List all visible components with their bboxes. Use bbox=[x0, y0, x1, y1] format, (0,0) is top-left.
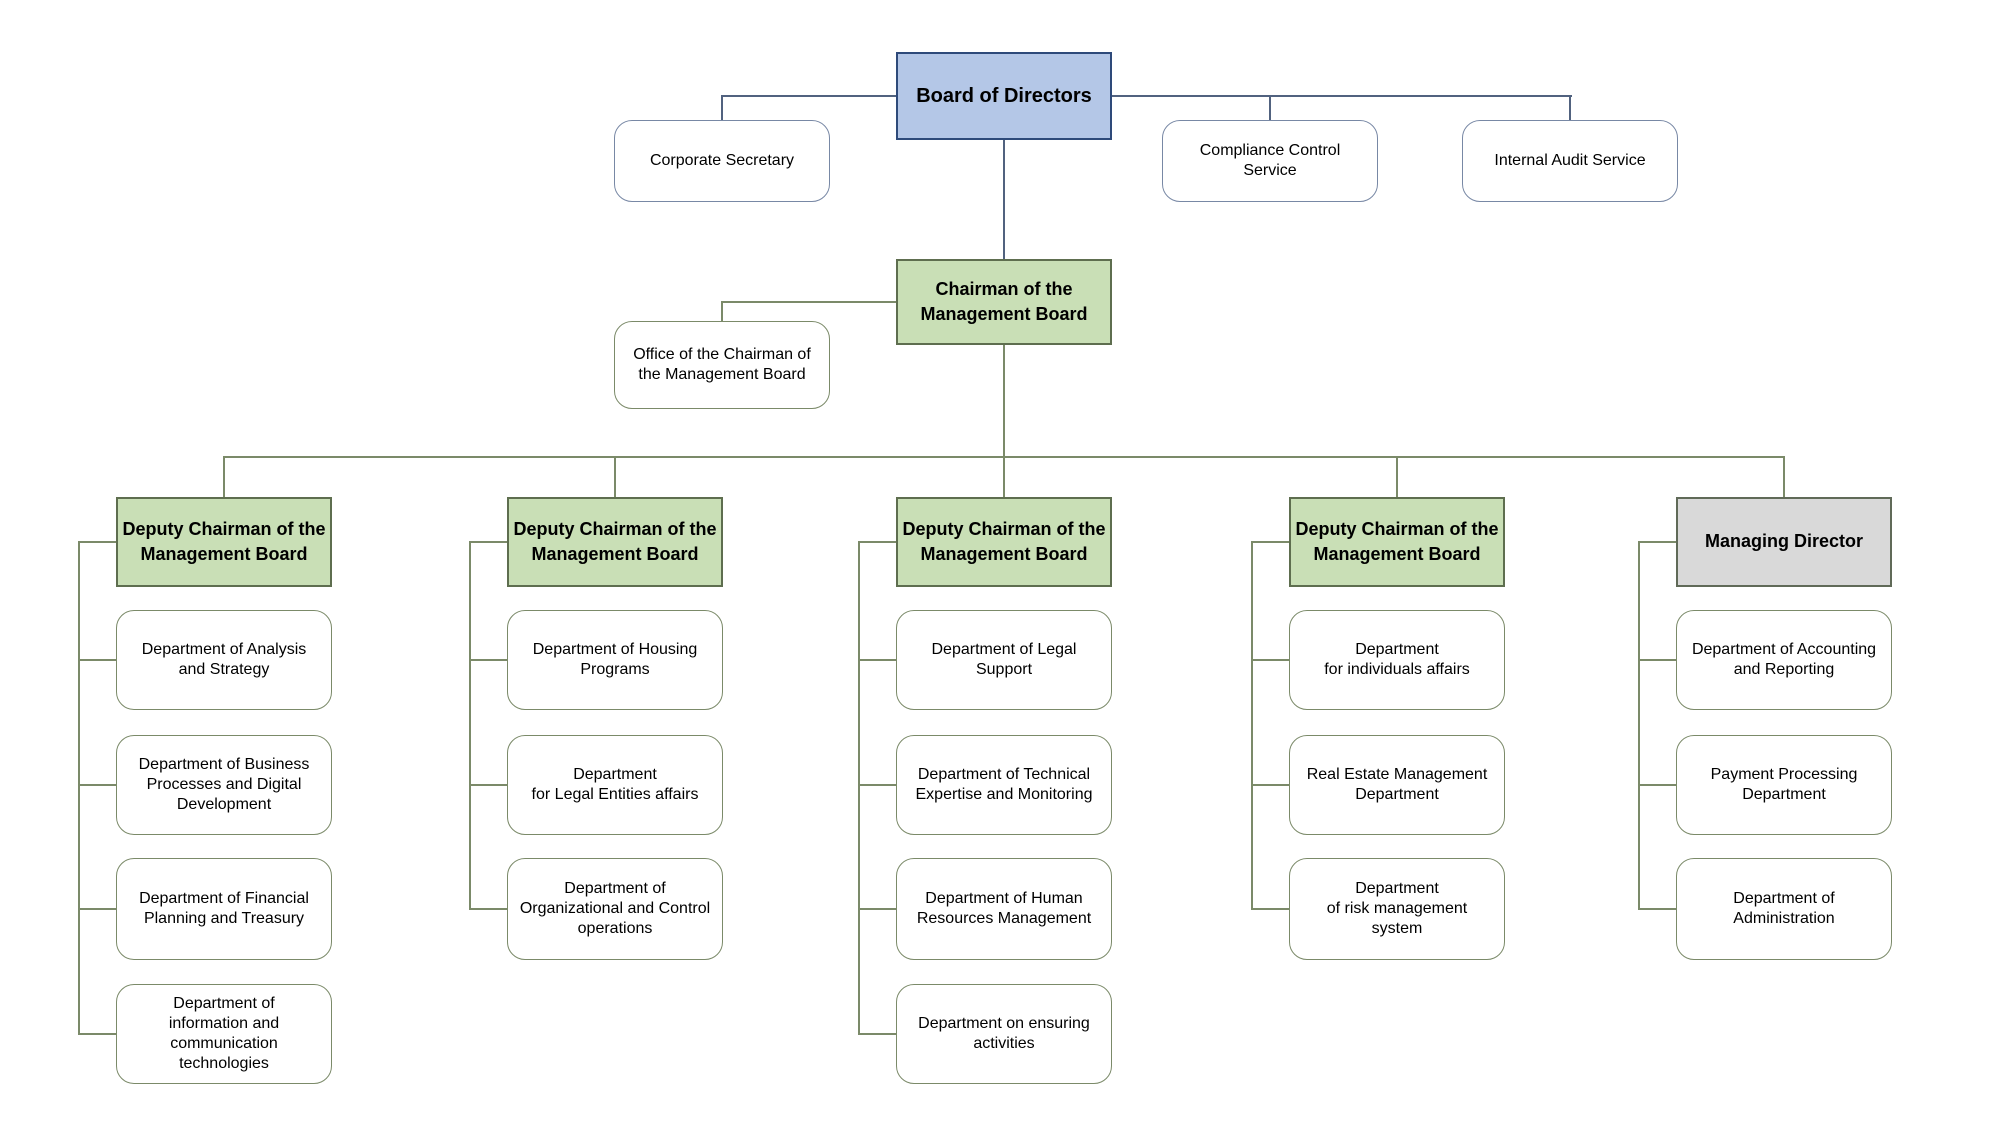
dept-label: Department of Organizational and Control… bbox=[519, 880, 711, 937]
stub-col1-head bbox=[78, 541, 116, 543]
corporate-secretary-label: Corporate Secretary bbox=[649, 152, 795, 169]
stub-col1-dept3 bbox=[78, 908, 116, 910]
dept-administration-node: Department of Administration bbox=[1676, 858, 1892, 960]
dept-label: Department of Analysis and Strategy bbox=[141, 641, 307, 678]
deputy-chairman-3-label: Deputy Chairman of the Management Board bbox=[902, 518, 1106, 564]
deputy-chairman-2-label: Deputy Chairman of the Management Board bbox=[513, 518, 717, 564]
dept-legal-support-node: Department of Legal Support bbox=[896, 610, 1112, 710]
deputy-chairman-1-label: Deputy Chairman of the Management Board bbox=[122, 518, 326, 564]
dept-label: Department for Legal Entities affairs bbox=[531, 766, 699, 803]
dept-label: Department for individuals affairs bbox=[1324, 641, 1470, 678]
chairman-office-label: Office of the Chairman of the Management… bbox=[633, 346, 811, 383]
dept-label: Department of Technical Expertise and Mo… bbox=[915, 766, 1093, 803]
corporate-secretary-node: Corporate Secretary bbox=[614, 120, 830, 202]
rail-col2 bbox=[469, 541, 471, 910]
stub-col3-head bbox=[858, 541, 896, 543]
dept-human-resources-node: Department of Human Resources Management bbox=[896, 858, 1112, 960]
dept-real-estate-node: Real Estate Management Department bbox=[1289, 735, 1505, 835]
connector-drop-internal-audit bbox=[1569, 95, 1571, 121]
stub-col1-dept2 bbox=[78, 784, 116, 786]
deputy-chairman-4-label: Deputy Chairman of the Management Board bbox=[1295, 518, 1499, 564]
managing-director-node: Managing Director bbox=[1676, 497, 1892, 587]
stub-col2-dept3 bbox=[469, 908, 507, 910]
stub-col3-dept1 bbox=[858, 659, 896, 661]
connector-drop-col1 bbox=[223, 456, 225, 498]
stub-col5-dept3 bbox=[1638, 908, 1676, 910]
dept-ict-node: Department of information and communicat… bbox=[116, 984, 332, 1084]
stub-col4-head bbox=[1251, 541, 1289, 543]
dept-housing-programs-node: Department of Housing Programs bbox=[507, 610, 723, 710]
dept-financial-planning-node: Department of Financial Planning and Tre… bbox=[116, 858, 332, 960]
stub-col5-dept2 bbox=[1638, 784, 1676, 786]
stub-col5-dept1 bbox=[1638, 659, 1676, 661]
dept-risk-management-node: Department of risk management system bbox=[1289, 858, 1505, 960]
dept-label: Department of Housing Programs bbox=[532, 641, 698, 678]
chairman-office-node: Office of the Chairman of the Management… bbox=[614, 321, 830, 409]
managing-director-label: Managing Director bbox=[1704, 531, 1864, 552]
rail-col5 bbox=[1638, 541, 1640, 910]
deputy-chairman-4-node: Deputy Chairman of the Management Board bbox=[1289, 497, 1505, 587]
dept-label: Department of information and communicat… bbox=[168, 995, 280, 1072]
stub-col4-dept3 bbox=[1251, 908, 1289, 910]
stub-col5-head bbox=[1638, 541, 1676, 543]
dept-label: Department of Financial Planning and Tre… bbox=[139, 890, 309, 927]
rail-col4 bbox=[1251, 541, 1253, 910]
stub-col2-dept1 bbox=[469, 659, 507, 661]
dept-label: Real Estate Management Department bbox=[1306, 766, 1488, 803]
stub-col4-dept2 bbox=[1251, 784, 1289, 786]
stub-col1-dept1 bbox=[78, 659, 116, 661]
dept-label: Department of Human Resources Management bbox=[916, 890, 1092, 927]
compliance-control-service-label: Compliance Control Service bbox=[1199, 142, 1341, 179]
stub-col4-dept1 bbox=[1251, 659, 1289, 661]
connector-drop-col4 bbox=[1396, 456, 1398, 498]
dept-label: Department of risk management system bbox=[1326, 880, 1468, 937]
connector-drop-corporate-secretary bbox=[721, 95, 723, 121]
connector-chairman-to-office bbox=[722, 301, 898, 303]
board-of-directors-label: Board of Directors bbox=[916, 85, 1092, 107]
connector-drop-col3 bbox=[1003, 456, 1005, 498]
stub-col3-dept3 bbox=[858, 908, 896, 910]
connector-drop-compliance bbox=[1269, 95, 1271, 121]
connector-drop-col5 bbox=[1783, 456, 1785, 498]
dept-accounting-reporting-node: Department of Accounting and Reporting bbox=[1676, 610, 1892, 710]
dept-legal-entities-node: Department for Legal Entities affairs bbox=[507, 735, 723, 835]
connector-chairman-down bbox=[1003, 345, 1005, 457]
dept-label: Department of Administration bbox=[1733, 890, 1835, 927]
chairman-node: Chairman of the Management Board bbox=[896, 259, 1112, 345]
dept-label: Payment Processing Department bbox=[1710, 766, 1858, 803]
connector-board-to-chairman bbox=[1003, 140, 1005, 260]
rail-col3 bbox=[858, 541, 860, 1035]
dept-analysis-strategy-node: Department of Analysis and Strategy bbox=[116, 610, 332, 710]
dept-organizational-control-node: Department of Organizational and Control… bbox=[507, 858, 723, 960]
board-of-directors-node: Board of Directors bbox=[896, 52, 1112, 140]
deputy-chairman-1-node: Deputy Chairman of the Management Board bbox=[116, 497, 332, 587]
stub-col1-dept4 bbox=[78, 1033, 116, 1035]
deputy-chairman-3-node: Deputy Chairman of the Management Board bbox=[896, 497, 1112, 587]
dept-label: Department of Accounting and Reporting bbox=[1691, 641, 1877, 678]
dept-individuals-affairs-node: Department for individuals affairs bbox=[1289, 610, 1505, 710]
dept-technical-expertise-node: Department of Technical Expertise and Mo… bbox=[896, 735, 1112, 835]
connector-drop-office bbox=[721, 301, 723, 322]
stub-col3-dept4 bbox=[858, 1033, 896, 1035]
connector-drop-col2 bbox=[614, 456, 616, 498]
stub-col3-dept2 bbox=[858, 784, 896, 786]
dept-ensuring-activities-node: Department on ensuring activities bbox=[896, 984, 1112, 1084]
dept-label: Department on ensuring activities bbox=[918, 1015, 1090, 1052]
stub-col2-dept2 bbox=[469, 784, 507, 786]
stub-col2-head bbox=[469, 541, 507, 543]
rail-col1 bbox=[78, 541, 80, 1035]
chairman-label: Chairman of the Management Board bbox=[920, 278, 1088, 324]
dept-label: Department of Legal Support bbox=[931, 641, 1077, 678]
dept-label: Department of Business Processes and Dig… bbox=[138, 756, 310, 813]
dept-business-processes-node: Department of Business Processes and Dig… bbox=[116, 735, 332, 835]
internal-audit-service-label: Internal Audit Service bbox=[1494, 152, 1646, 169]
deputy-chairman-2-node: Deputy Chairman of the Management Board bbox=[507, 497, 723, 587]
connector-board-to-corporate-secretary bbox=[722, 95, 898, 97]
compliance-control-service-node: Compliance Control Service bbox=[1162, 120, 1378, 202]
connector-board-right bbox=[1112, 95, 1572, 97]
dept-payment-processing-node: Payment Processing Department bbox=[1676, 735, 1892, 835]
internal-audit-service-node: Internal Audit Service bbox=[1462, 120, 1678, 202]
